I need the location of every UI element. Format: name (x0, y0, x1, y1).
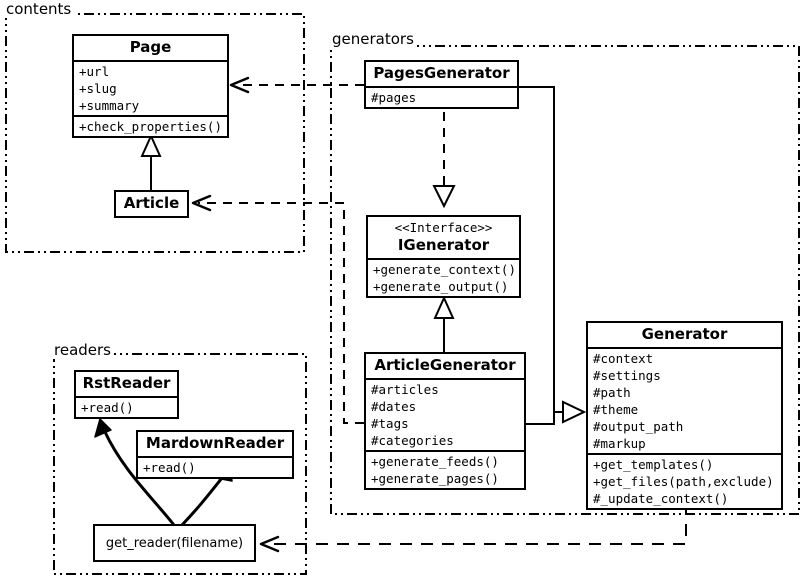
attribute: #pages (371, 90, 417, 106)
attribute: #articles (371, 382, 439, 398)
package-border-readers (53, 353, 307, 575)
attribute: #path (593, 385, 631, 401)
generalization-articlegenerator-to-generator (526, 400, 587, 425)
package-border-contents (5, 13, 305, 253)
class-pagesgenerator-attributes: #pages (366, 86, 517, 107)
class-articlegenerator[interactable]: ArticleGenerator #articles #dates #tags … (364, 352, 526, 491)
operation: #_update_context() (593, 491, 729, 507)
generalization-articlegenerator-to-igenerator (433, 295, 455, 352)
attribute: #settings (593, 368, 661, 384)
package-border-generators (330, 45, 800, 515)
attribute: #output_path (593, 419, 684, 435)
class-igenerator-name: IGenerator (397, 235, 490, 254)
class-igenerator-stereotype: <<Interface>> (394, 220, 493, 235)
attribute: +url (79, 64, 110, 80)
generalization-article-to-page (140, 133, 162, 190)
class-generator-operations: +get_templates() +get_files(path,exclude… (588, 453, 781, 508)
function-box-get-reader[interactable]: get_reader(filename) (93, 524, 256, 562)
operation: +read() (143, 460, 196, 476)
operation: +generate_pages() (371, 471, 499, 487)
class-articlegenerator-attributes: #articles #dates #tags #categories (366, 378, 524, 450)
class-rstreader-name: RstReader (82, 374, 171, 392)
class-generator[interactable]: Generator #context #settings #path #them… (586, 321, 783, 511)
class-mardownreader-name: MardownReader (145, 434, 285, 452)
class-page[interactable]: Page +url +slug +summary +check_properti… (72, 34, 229, 139)
class-pagesgenerator-name: PagesGenerator (373, 64, 510, 82)
class-rstreader[interactable]: RstReader +read() (74, 370, 179, 420)
package-label-readers: readers (52, 341, 114, 359)
realization-pagesgenerator-to-igenerator (432, 112, 456, 209)
class-articlegenerator-name: ArticleGenerator (374, 356, 516, 374)
class-page-name: Page (129, 38, 172, 56)
class-mardownreader-operations: +read() (138, 456, 292, 477)
attribute: #categories (371, 433, 454, 449)
operation: +generate_feeds() (371, 454, 499, 470)
attribute: #context (593, 351, 654, 367)
attribute: +slug (79, 81, 117, 97)
operation: +generate_context() (373, 262, 516, 277)
function-box-get-reader-label: get_reader(filename) (105, 535, 244, 551)
operation: +get_files(path,exclude) (593, 474, 774, 490)
class-articlegenerator-operations: +generate_feeds() +generate_pages() (366, 450, 524, 488)
dependency-articlegenerator-to-article (191, 194, 364, 424)
attribute: #markup (593, 436, 646, 452)
class-igenerator-header: <<Interface>> IGenerator (368, 217, 519, 258)
operation: +read() (81, 400, 134, 416)
attribute: #tags (371, 416, 409, 432)
operation: +check_properties() (79, 119, 222, 135)
class-igenerator-operations: +generate_context() +generate_output() (368, 258, 519, 296)
class-rstreader-operations: +read() (76, 396, 177, 417)
class-article-name: Article (123, 194, 180, 212)
operation: +generate_output() (373, 279, 509, 294)
class-igenerator[interactable]: <<Interface>> IGenerator +generate_conte… (366, 215, 521, 298)
class-generator-attributes: #context #settings #path #theme #output_… (588, 347, 781, 453)
dependency-generator-to-getreader (259, 503, 687, 553)
class-pagesgenerator[interactable]: PagesGenerator #pages (364, 60, 519, 110)
package-label-contents: contents (4, 0, 75, 18)
association-getreader-to-rstreader (94, 418, 176, 527)
dependency-pagesgenerator-to-page (229, 76, 364, 94)
class-article[interactable]: Article (114, 190, 189, 219)
class-mardownreader[interactable]: MardownReader +read() (136, 430, 294, 480)
operation: +get_templates() (593, 457, 714, 473)
attribute: #theme (593, 402, 639, 418)
attribute: #dates (371, 399, 417, 415)
class-page-operations: +check_properties() (74, 115, 227, 136)
package-label-generators: generators (330, 30, 417, 48)
class-generator-name: Generator (641, 325, 728, 343)
class-page-attributes: +url +slug +summary (74, 60, 227, 115)
attribute: +summary (79, 98, 140, 114)
